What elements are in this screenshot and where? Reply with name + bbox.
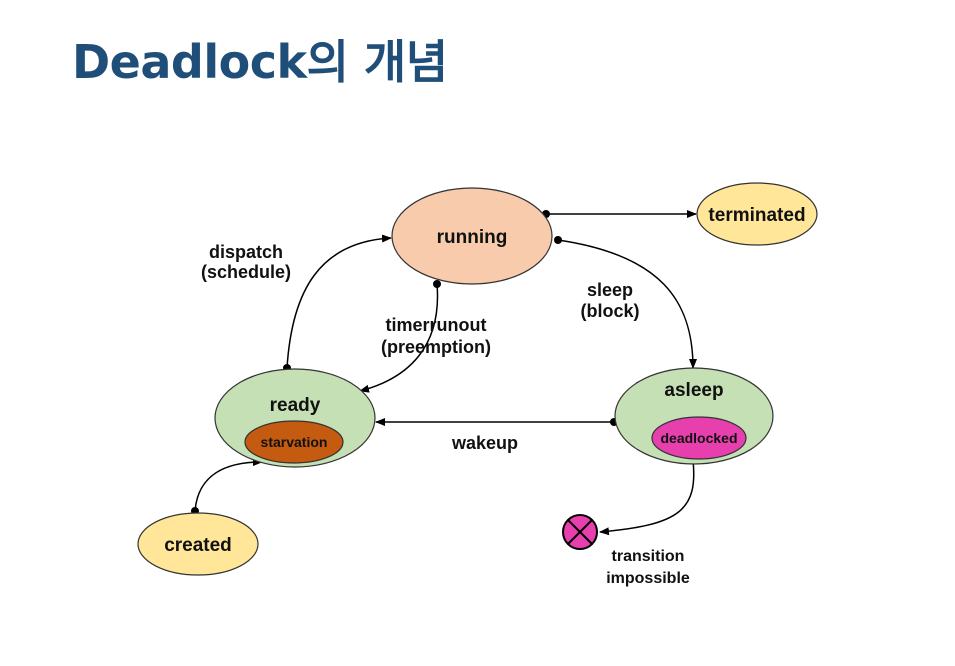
running-ellipse — [391, 187, 553, 285]
asleep-label: asleep — [664, 380, 723, 401]
edge-deadlocked-impossible — [599, 459, 695, 536]
node-running: running — [391, 187, 553, 285]
impossible-label: impossible — [606, 570, 690, 587]
slide-title: Deadlock의 개념 — [72, 35, 448, 89]
ready-label: ready — [270, 395, 321, 416]
wakeup-label: wakeup — [451, 433, 518, 453]
edge-dot — [554, 236, 562, 244]
edge-dispatch — [286, 234, 392, 369]
impossible-marker-icon — [562, 514, 598, 550]
block-label: (block) — [580, 301, 639, 321]
node-terminated: terminated — [696, 182, 818, 246]
sleep-label: sleep — [587, 280, 633, 300]
edge-dot — [433, 280, 441, 288]
edge-timerrunout — [359, 283, 439, 393]
node-ready: ready starvation — [214, 368, 376, 468]
edge-created-ready — [194, 458, 263, 512]
running-label: running — [437, 227, 508, 248]
timerrunout-label: timerrunout — [386, 315, 487, 335]
transition-label: transition — [612, 548, 685, 565]
edge-sleep — [557, 239, 697, 369]
dispatch-label: dispatch — [209, 242, 283, 262]
created-ellipse — [137, 512, 259, 576]
terminated-ellipse — [696, 182, 818, 246]
deadlocked-ellipse — [651, 416, 747, 460]
preemption-label: (preemption) — [381, 337, 491, 357]
node-asleep: asleep deadlocked — [614, 367, 774, 465]
schedule-label: (schedule) — [201, 262, 291, 282]
created-label: created — [164, 535, 232, 556]
starvation-label: starvation — [261, 434, 328, 450]
deadlocked-label: deadlocked — [660, 430, 737, 446]
terminated-label: terminated — [708, 205, 805, 226]
starvation-ellipse — [244, 420, 344, 464]
node-created: created — [137, 512, 259, 576]
